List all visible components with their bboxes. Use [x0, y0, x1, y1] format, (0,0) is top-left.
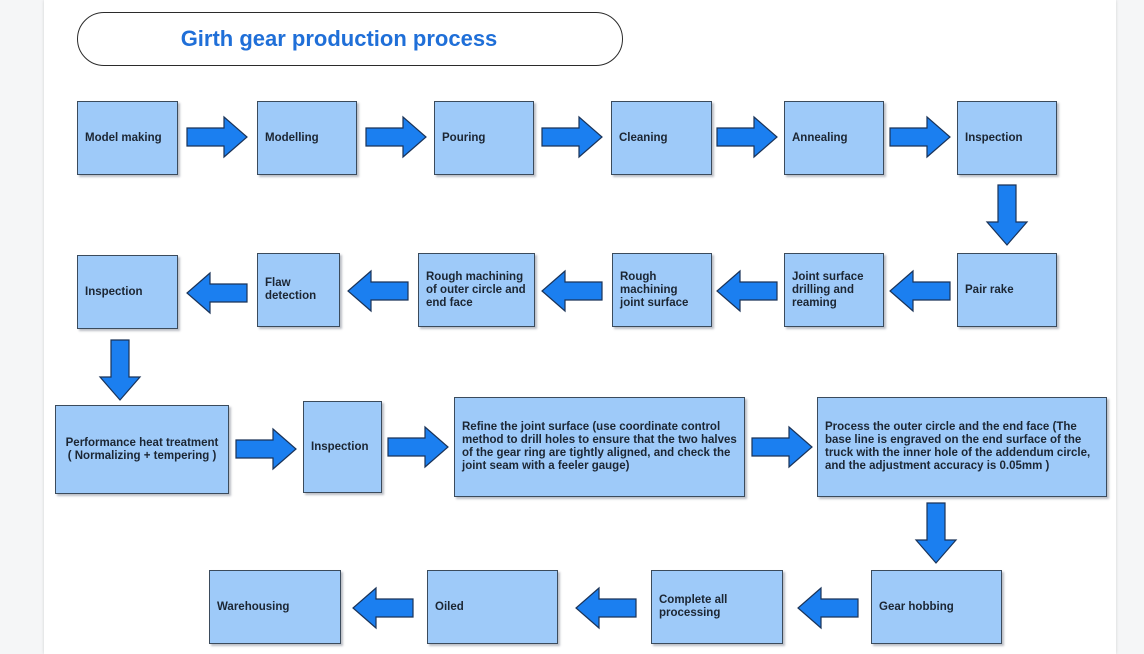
arrow-down-icon: [98, 339, 142, 401]
step-label: Modelling: [265, 131, 319, 144]
step-label: Warehousing: [217, 600, 290, 613]
arrow-left-icon: [575, 586, 637, 630]
step-inspection-2: Inspection: [77, 255, 178, 329]
step-label: Refine the joint surface (use coordinate…: [462, 421, 737, 472]
arrow-left-icon: [541, 269, 603, 313]
step-joint-drilling: Joint surface drilling and reaming: [784, 253, 884, 327]
step-annealing: Annealing: [784, 101, 884, 175]
step-heat-treatment: Performance heat treatment ( Normalizing…: [55, 405, 229, 494]
step-model-making: Model making: [77, 101, 178, 175]
arrow-right-icon: [751, 425, 813, 469]
arrow-left-icon: [716, 269, 778, 313]
step-label: Annealing: [792, 131, 848, 144]
diagram-title-box: Girth gear production process: [77, 12, 623, 66]
step-label: Inspection: [85, 285, 143, 298]
arrow-down-icon: [914, 502, 958, 564]
step-label: Rough machining of outer circle and end …: [426, 270, 526, 309]
arrow-left-icon: [352, 586, 414, 630]
diagram-title: Girth gear production process: [180, 26, 498, 51]
step-label: Complete all processing: [659, 594, 728, 619]
arrow-down-icon: [985, 184, 1029, 246]
arrow-right-icon: [365, 115, 427, 159]
step-rough-joint: Rough machining joint surface: [612, 253, 712, 327]
step-inspection-3: Inspection: [303, 401, 382, 493]
step-flaw-detection: Flaw detection: [257, 253, 340, 327]
step-label: Pair rake: [965, 283, 1014, 296]
step-modelling: Modelling: [257, 101, 357, 175]
step-process-outer: Process the outer circle and the end fac…: [817, 397, 1107, 497]
arrow-right-icon: [716, 115, 778, 159]
arrow-left-icon: [889, 269, 951, 313]
arrow-right-icon: [186, 115, 248, 159]
step-label: Joint surface drilling and reaming: [792, 270, 864, 309]
arrow-right-icon: [541, 115, 603, 159]
arrow-left-icon: [186, 271, 248, 315]
step-label: Performance heat treatment ( Normalizing…: [65, 436, 219, 462]
step-warehousing: Warehousing: [209, 570, 341, 644]
step-label: Cleaning: [619, 131, 668, 144]
step-label: Inspection: [965, 131, 1023, 144]
step-complete-processing: Complete all processing: [651, 570, 783, 644]
step-label: Gear hobbing: [879, 600, 954, 613]
step-label: Rough machining joint surface: [620, 270, 689, 309]
arrow-right-icon: [889, 115, 951, 159]
step-oiled: Oiled: [427, 570, 558, 644]
step-pair-rake: Pair rake: [957, 253, 1057, 327]
arrow-right-icon: [387, 425, 449, 469]
step-label: Oiled: [435, 600, 464, 613]
arrow-left-icon: [347, 269, 409, 313]
step-refine-joint: Refine the joint surface (use coordinate…: [454, 397, 745, 497]
arrow-right-icon: [235, 427, 297, 471]
step-label: Model making: [85, 131, 162, 144]
step-label: Inspection: [311, 440, 369, 453]
step-label: Flaw detection: [265, 277, 317, 302]
step-gear-hobbing: Gear hobbing: [871, 570, 1002, 644]
arrow-left-icon: [797, 586, 859, 630]
step-pouring: Pouring: [434, 101, 534, 175]
step-label: Process the outer circle and the end fac…: [825, 421, 1091, 472]
step-cleaning: Cleaning: [611, 101, 712, 175]
step-rough-outer: Rough machining of outer circle and end …: [418, 253, 535, 327]
step-inspection-1: Inspection: [957, 101, 1057, 175]
step-label: Pouring: [442, 131, 486, 144]
